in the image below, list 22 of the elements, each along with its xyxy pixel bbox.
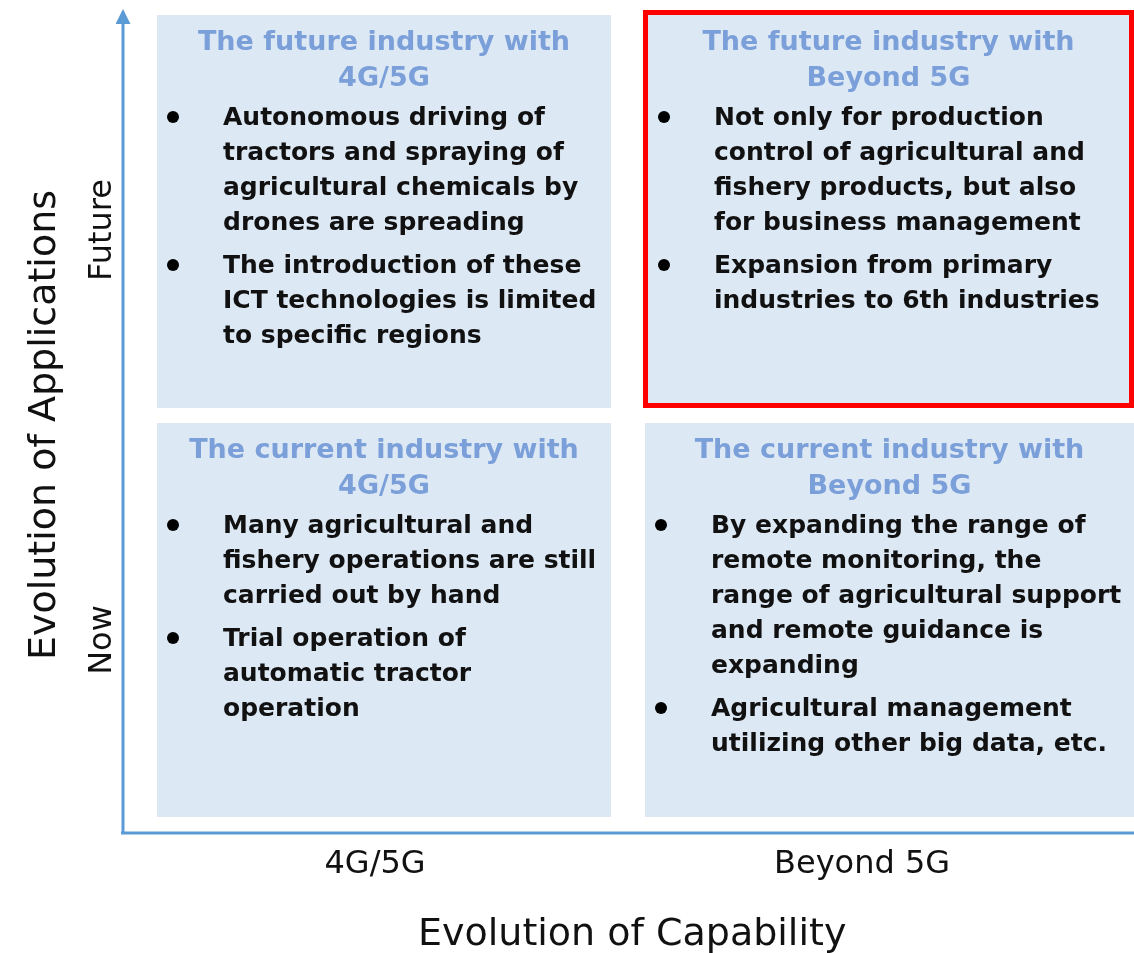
axis-title: Evolution of Capability: [418, 910, 847, 953]
bullet-text: By expanding the range of remote monitoring, the range of agricultural support and remote guidance is expanding: [711, 510, 1122, 679]
axis-tick-label: Beyond 5G: [774, 843, 951, 881]
axis-tick-label: 4G/5G: [324, 843, 426, 881]
highlighted-quadrant-panel: [643, 10, 1134, 408]
axis-tick-label: Now: [80, 605, 119, 675]
axis-tick-label: Future: [80, 179, 119, 281]
bullet-text: Not only for production control of agricultural and fishery products, but also for business management: [714, 102, 1085, 236]
quadrant-panel: [157, 15, 611, 408]
axis-title: Evolution of Applications: [20, 189, 65, 661]
quadrant-heading: The future industry with 4G/5G: [196, 24, 572, 94]
quadrant-heading: The current industry with 4G/5G: [188, 432, 580, 502]
bullet-text: Autonomous driving of tractors and spraying of agricultural chemicals by drones are spreading: [223, 102, 579, 236]
quadrant-panel: [645, 423, 1134, 817]
bullet-text: Expansion from primary industries to 6th industries: [714, 250, 1100, 314]
quadrant-panel: [157, 423, 611, 817]
quadrant-heading: The future industry with Beyond 5G: [701, 24, 1076, 94]
bullet-text: Many agricultural and fishery operations are still carried out by hand: [223, 510, 597, 609]
bullet-text: Trial operation of automatic tractor operation: [223, 623, 472, 722]
quadrant-heading: The current industry with Beyond 5G: [693, 432, 1086, 502]
bullet-text: Agricultural management utilizing other big data, etc.: [711, 693, 1107, 757]
bullet-text: The introduction of these ICT technologies is limited to specific regions: [223, 250, 597, 349]
